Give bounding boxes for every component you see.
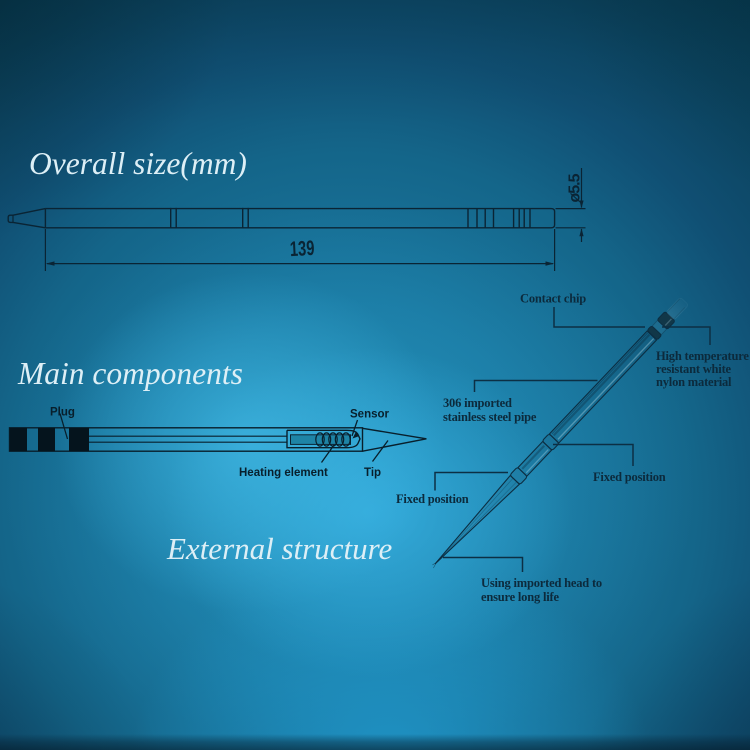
svg-text:Fixed position: Fixed position	[396, 492, 469, 506]
svg-text:Heating element: Heating element	[239, 467, 328, 479]
svg-text:High temperature: High temperature	[656, 349, 749, 363]
svg-text:306 imported: 306 imported	[443, 396, 512, 410]
svg-text:Using imported head to: Using imported head to	[481, 576, 602, 590]
svg-text:Tip: Tip	[364, 467, 381, 479]
svg-text:resistant white: resistant white	[656, 362, 732, 376]
svg-text:139: 139	[289, 236, 315, 260]
svg-text:ensure long life: ensure long life	[481, 590, 559, 604]
svg-text:Plug: Plug	[50, 407, 75, 419]
svg-text:nylon material: nylon material	[656, 375, 732, 389]
svg-text:stainless steel pipe: stainless steel pipe	[443, 410, 537, 424]
svg-text:ø5.5: ø5.5	[567, 173, 584, 202]
svg-text:Fixed position: Fixed position	[593, 470, 666, 484]
svg-text:Sensor: Sensor	[350, 409, 390, 421]
svg-text:Contact chip: Contact chip	[520, 292, 586, 306]
